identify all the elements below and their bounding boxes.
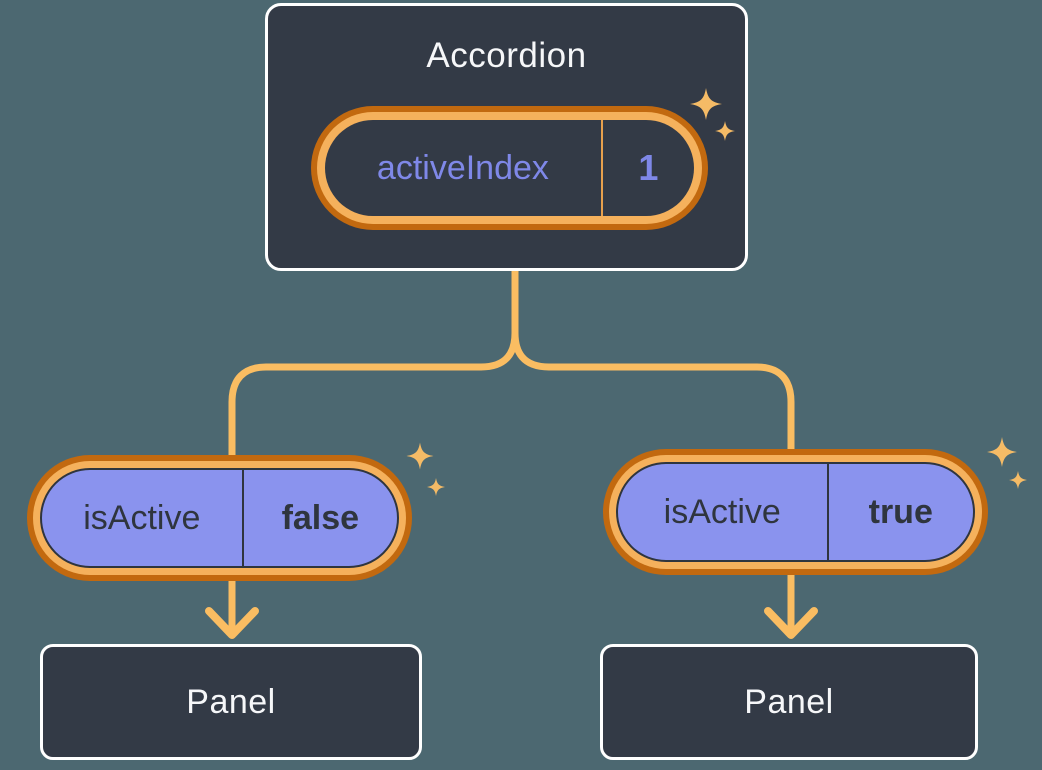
state-name: activeIndex <box>325 120 603 216</box>
panel-label-right: Panel <box>744 682 834 721</box>
prop-pill-right: isActive true <box>603 449 988 575</box>
prop-pill-right-ring: isActive true <box>609 455 982 569</box>
component-title: Accordion <box>426 36 587 75</box>
branch-right-line <box>511 266 795 460</box>
accordion-component-box: Accordion activeIndex 1 <box>265 3 748 271</box>
panel-box-left: Panel <box>40 644 422 760</box>
prop-name-left: isActive <box>42 470 244 566</box>
prop-name-right: isActive <box>618 464 829 560</box>
panel-label-left: Panel <box>186 682 276 721</box>
sparkle-icon <box>987 437 1027 489</box>
state-value: 1 <box>638 147 659 188</box>
prop-value-left: false <box>281 498 360 537</box>
prop-value-right: true <box>868 492 933 531</box>
prop-pill-left: isActive false <box>27 455 412 581</box>
prop-pill-right-core: isActive true <box>616 462 975 562</box>
state-pill-ring: activeIndex 1 <box>317 112 702 224</box>
state-pill: activeIndex 1 <box>311 106 708 230</box>
arrow-down-left-icon <box>205 607 259 639</box>
branch-left-line <box>228 266 519 466</box>
arrow-down-right-icon <box>764 607 818 639</box>
panel-box-right: Panel <box>600 644 978 760</box>
prop-pill-left-ring: isActive false <box>33 461 406 575</box>
sparkle-icon <box>406 442 445 496</box>
prop-pill-left-core: isActive false <box>40 468 399 568</box>
state-pill-core: activeIndex 1 <box>325 120 694 216</box>
